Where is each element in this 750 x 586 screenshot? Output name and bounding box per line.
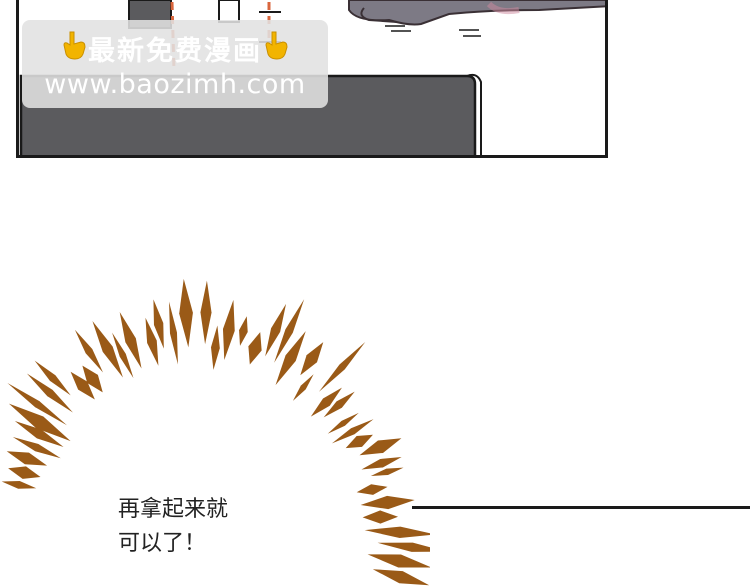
burst-spike — [8, 466, 41, 479]
burst-spike — [331, 419, 374, 444]
burst-spike — [356, 484, 388, 495]
burst-spike — [364, 526, 430, 539]
burst-spike — [179, 278, 193, 348]
burst-spike — [145, 317, 159, 366]
burst-spike — [361, 456, 402, 470]
burst-spike — [169, 301, 178, 365]
watermark-line1: 最新免费漫画 — [22, 29, 328, 68]
gray-box-edge — [466, 73, 482, 155]
burst-spike — [319, 342, 366, 392]
burst-spike — [1, 480, 37, 489]
pointing-down-icon — [262, 30, 290, 67]
burst-spike — [327, 412, 359, 434]
burst-spike — [248, 332, 262, 365]
stand-post-right — [218, 0, 240, 23]
watermark-url: www.baozimh.com — [44, 69, 306, 100]
burst-spike — [34, 360, 71, 396]
burst-spike — [82, 365, 103, 393]
speech-pointer-line — [412, 506, 750, 509]
burst-spike — [74, 329, 104, 373]
burst-spike — [8, 403, 71, 442]
burst-spike — [359, 438, 402, 456]
burst-spike — [200, 280, 212, 345]
emphasis-burst — [1, 278, 430, 586]
burst-spike — [26, 373, 73, 413]
burst-spike — [112, 332, 134, 379]
burst-spike — [153, 299, 164, 349]
dialogue-line: 再拿起来就 — [118, 497, 229, 522]
burst-spike — [367, 554, 430, 568]
burst-spike — [12, 437, 61, 459]
burst-spike — [239, 316, 248, 346]
burst-spike — [370, 467, 404, 476]
burst-spike — [310, 387, 342, 417]
burst-spike — [265, 303, 287, 357]
dialogue-line: 可以了！ — [118, 531, 207, 556]
burst-spike — [362, 510, 399, 524]
burst-spike — [377, 542, 430, 552]
burst-spike — [274, 299, 305, 363]
burst-spike — [210, 325, 220, 370]
burst-spike — [275, 331, 306, 386]
burst-spike — [360, 495, 415, 510]
burst-spike — [292, 374, 314, 401]
burst-spike — [6, 451, 48, 466]
burst-spike — [300, 342, 324, 376]
burst-spike — [222, 299, 235, 361]
burst-spike — [92, 321, 123, 378]
burst-spike — [119, 311, 142, 369]
hand-blush — [486, 1, 520, 15]
burst-spike — [14, 420, 64, 448]
burst-spike — [7, 382, 67, 426]
burst-spike — [70, 371, 95, 400]
burst-spike — [345, 434, 373, 449]
burst-spike — [323, 391, 355, 418]
dialogue-text: 再拿起来就 可以了！ — [118, 493, 228, 561]
watermark-banner: 最新免费漫画 www.baozimh.com — [22, 20, 328, 108]
burst-spike — [372, 569, 430, 586]
pointing-down-icon — [60, 30, 88, 67]
hand-thumb — [360, 7, 398, 23]
watermark-title: 最新免费漫画 — [88, 36, 262, 67]
